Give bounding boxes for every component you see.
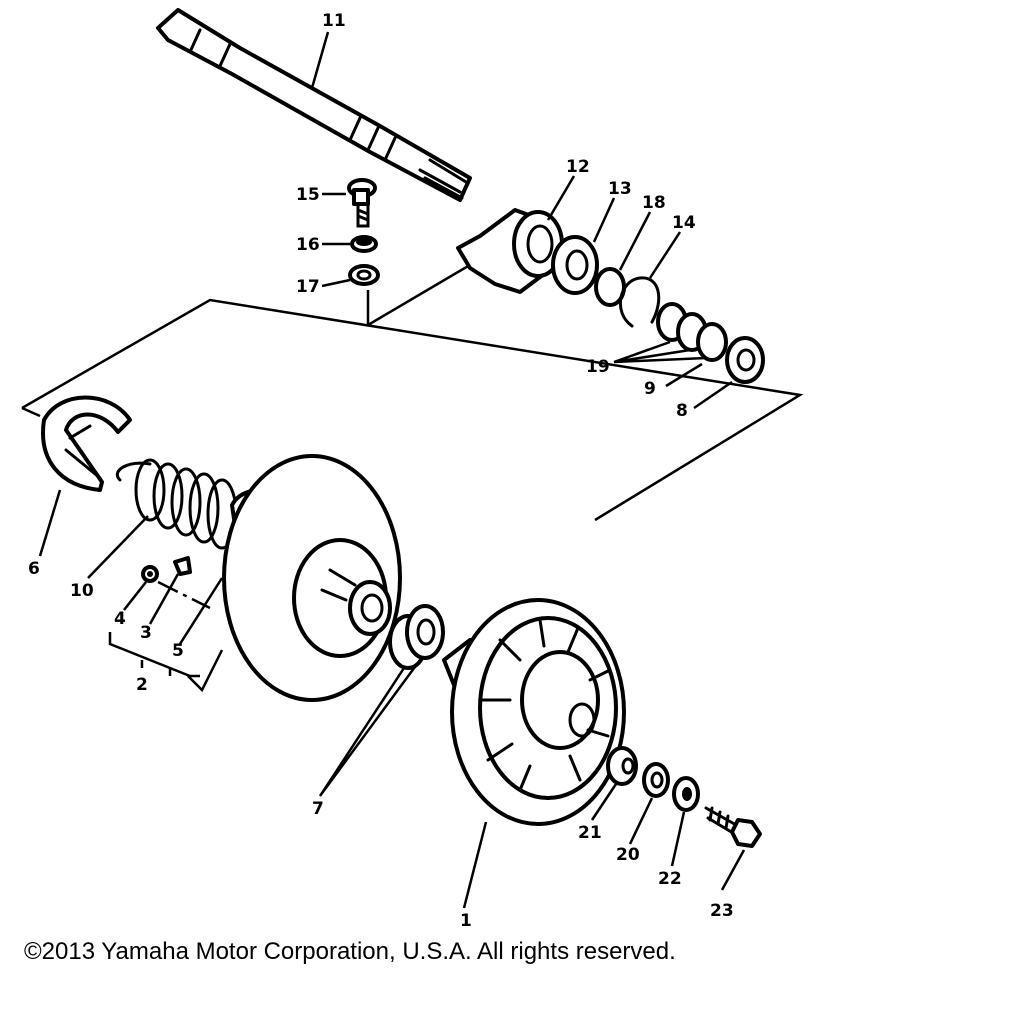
callout-13: 13 (608, 179, 632, 199)
callout-12: 12 (566, 157, 590, 177)
washer-8 (725, 336, 765, 384)
shaft (156, 8, 472, 202)
callout-21: 21 (578, 823, 602, 843)
washer-20 (642, 762, 670, 798)
callout-3: 3 (140, 623, 152, 643)
callout-20: 20 (616, 845, 640, 865)
leader-19 (613, 340, 707, 364)
leader-14 (648, 231, 682, 279)
callout-10: 10 (70, 581, 94, 601)
bolt-23 (704, 806, 762, 848)
nut-16 (350, 235, 378, 253)
callout-4: 4 (114, 609, 126, 629)
callout-19: 19 (586, 357, 610, 377)
callout-2: 2 (136, 675, 148, 695)
leader-10 (87, 515, 149, 579)
circlip-14 (619, 276, 661, 328)
slider-group-bracket (108, 632, 224, 693)
leader-17 (321, 278, 351, 288)
slider-dash-line (157, 580, 211, 610)
leader-9 (665, 362, 703, 388)
leader-4 (123, 581, 147, 611)
callout-17: 17 (296, 277, 320, 297)
leader-7 (318, 659, 422, 797)
washer-17 (348, 264, 380, 286)
leader-23 (720, 849, 746, 891)
callout-9: 9 (644, 379, 656, 399)
collar-21 (606, 746, 638, 786)
fixed-sheave-1 (442, 598, 626, 826)
leader-8 (693, 380, 733, 410)
cam-6 (41, 395, 132, 492)
collars-19 (656, 302, 728, 362)
leader-11 (310, 31, 330, 89)
leader-12 (546, 175, 576, 221)
callout-6: 6 (28, 559, 40, 579)
leader-1 (462, 821, 488, 909)
screw-4 (141, 565, 159, 583)
callout-15: 15 (296, 185, 320, 205)
assembly-outline (21, 298, 804, 522)
callout-22: 22 (658, 869, 682, 889)
callout-14: 14 (672, 213, 696, 233)
spring-10 (116, 458, 238, 550)
bearing-link-line-2 (367, 260, 476, 327)
leader-5 (178, 577, 224, 645)
callout-16: 16 (296, 235, 320, 255)
leader-20 (628, 797, 654, 845)
callout-1: 1 (460, 911, 472, 931)
bearing-13 (551, 235, 599, 295)
leader-18 (618, 211, 652, 271)
leader-22 (670, 811, 686, 867)
callout-5: 5 (172, 641, 184, 661)
callout-18: 18 (642, 193, 666, 213)
copyright-notice: ©2013 Yamaha Motor Corporation, U.S.A. A… (24, 938, 676, 965)
leader-3 (148, 573, 180, 625)
washer-22 (672, 776, 700, 812)
movable-sheave (222, 454, 402, 702)
leader-21 (590, 783, 618, 821)
bearing-housing-12 (456, 208, 564, 294)
sleeve-7 (388, 604, 445, 670)
callout-11: 11 (322, 11, 346, 31)
callout-7: 7 (312, 799, 324, 819)
callout-23: 23 (710, 901, 734, 921)
leader-6 (38, 489, 62, 557)
leader-13 (592, 197, 616, 243)
callout-8: 8 (676, 401, 688, 421)
bolt-15 (347, 178, 377, 228)
slider-3 (173, 556, 192, 576)
